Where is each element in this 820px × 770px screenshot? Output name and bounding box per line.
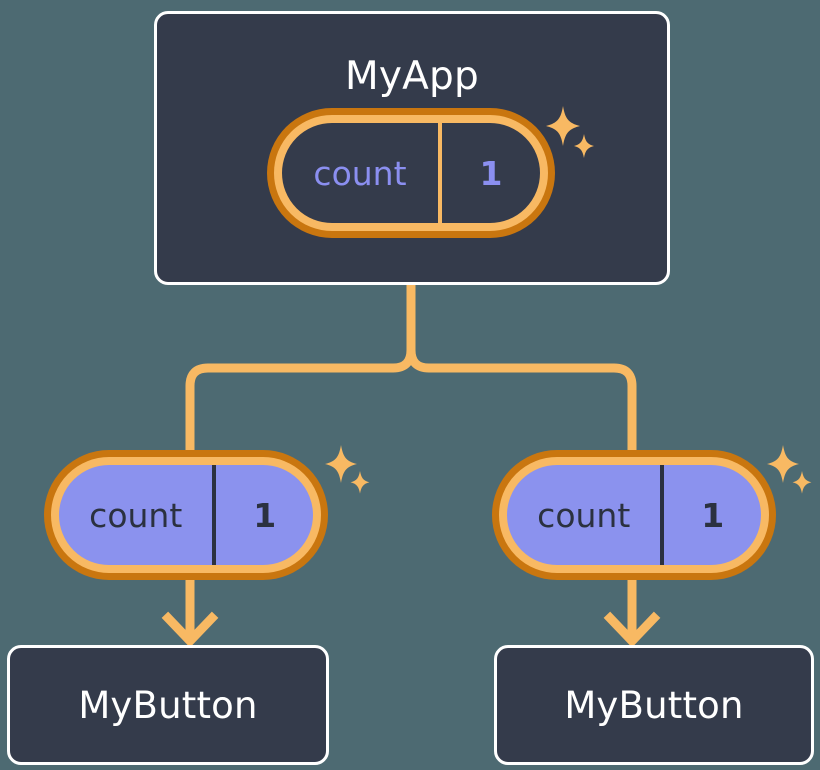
component-title-mybutton: MyButton — [78, 684, 258, 727]
branch-line-right — [406, 349, 637, 462]
state-pill-child-left[interactable]: count 1 — [44, 450, 328, 580]
component-title-myapp: MyApp — [345, 54, 479, 99]
component-title-mybutton: MyButton — [564, 684, 744, 727]
state-pill-inner: count 1 — [499, 457, 769, 573]
state-value: 1 — [479, 153, 503, 193]
state-pill-inner: count 1 — [51, 457, 321, 573]
state-pill-inner: count 1 — [274, 115, 548, 231]
state-key: count — [59, 465, 217, 565]
state-value: 1 — [701, 495, 725, 535]
state-key: count — [282, 123, 442, 223]
sparkle-icon — [320, 443, 372, 499]
arrow-head-left — [161, 611, 219, 648]
arrow-head-right — [603, 611, 661, 648]
component-box-mybutton-left[interactable]: MyButton — [7, 645, 329, 765]
state-value: 1 — [253, 495, 277, 535]
state-pill-child-right[interactable]: count 1 — [492, 450, 776, 580]
state-key: count — [507, 465, 665, 565]
branch-line-left — [185, 349, 416, 462]
component-box-mybutton-right[interactable]: MyButton — [494, 645, 814, 765]
state-pill-root[interactable]: count 1 — [267, 108, 555, 238]
